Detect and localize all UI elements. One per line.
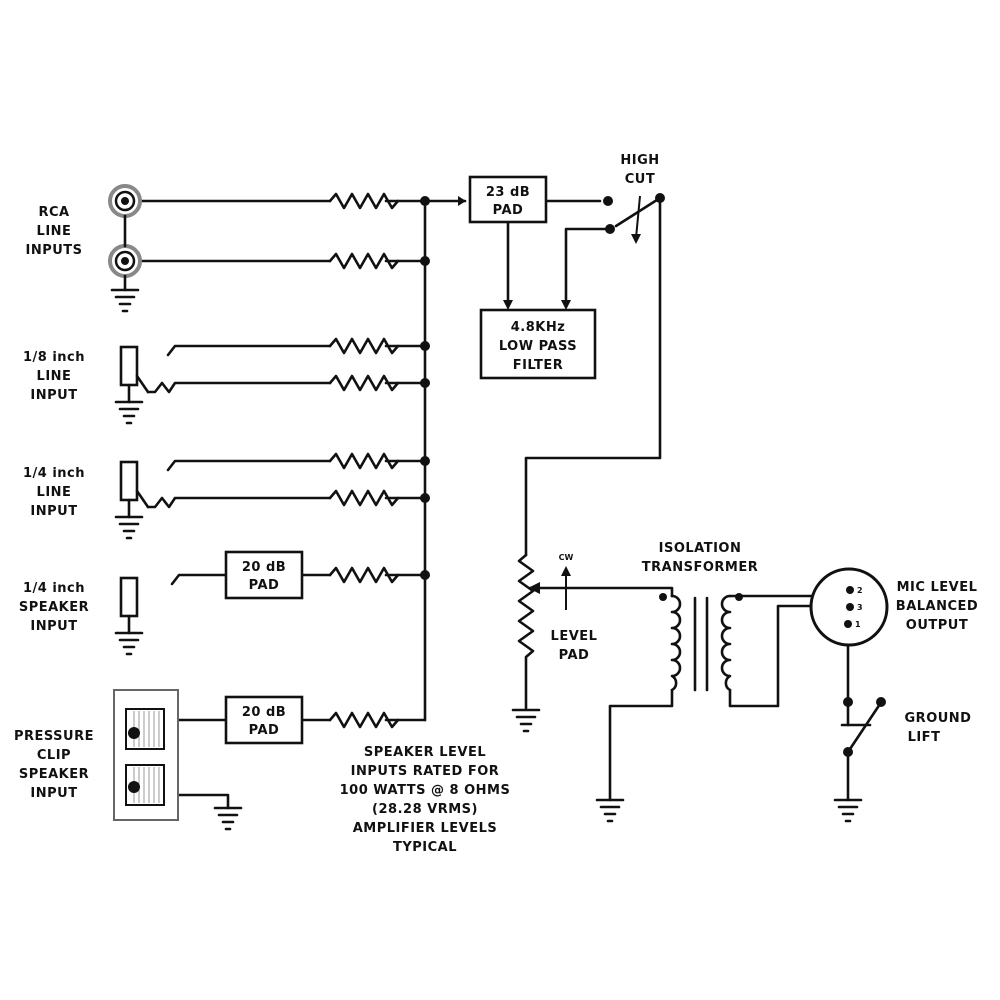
svg-text:INPUT: INPUT	[30, 388, 77, 403]
svg-text:INPUTS RATED FOR: INPUTS RATED FOR	[351, 764, 500, 779]
svg-text:INPUT: INPUT	[30, 504, 77, 519]
eighth-inch-label: 1/8 inch	[23, 350, 85, 365]
svg-text:20 dB: 20 dB	[242, 705, 286, 720]
svg-text:BALANCED: BALANCED	[896, 599, 978, 614]
high-cut-label: HIGH	[620, 153, 659, 168]
level-pad-label: LEVEL	[551, 629, 598, 644]
mic-output-label: MIC LEVEL	[897, 580, 978, 595]
svg-text:TRANSFORMER: TRANSFORMER	[642, 560, 758, 575]
svg-text:INPUTS: INPUTS	[25, 243, 82, 258]
level-pad-potentiometer	[517, 553, 535, 710]
wiring	[138, 192, 886, 810]
svg-text:INPUT: INPUT	[30, 619, 77, 634]
svg-text:AMPLIFIER LEVELS: AMPLIFIER LEVELS	[353, 821, 498, 836]
pad-23db-block: 23 dB PAD	[468, 175, 548, 224]
svg-text:1: 1	[855, 620, 861, 629]
svg-text:100 WATTS @ 8 OHMS: 100 WATTS @ 8 OHMS	[340, 783, 511, 798]
svg-text:PAD: PAD	[249, 578, 280, 593]
svg-text:OUTPUT: OUTPUT	[906, 618, 968, 633]
svg-text:FILTER: FILTER	[513, 358, 564, 373]
speaker-jack-label: 1/4 inch	[23, 581, 85, 596]
svg-text:(28.28 VRMS): (28.28 VRMS)	[372, 802, 478, 817]
svg-text:SPEAKER: SPEAKER	[19, 600, 89, 615]
speaker-level-note: SPEAKER LEVEL	[364, 745, 486, 760]
speaker-quarter-jack	[119, 576, 139, 618]
svg-text:SPEAKER: SPEAKER	[19, 767, 89, 782]
pad-20db-clip-block: 20 dB PAD	[224, 695, 304, 745]
rca-label: RCA	[38, 205, 69, 220]
pressure-clip-label: PRESSURE	[14, 729, 94, 744]
svg-text:INPUT: INPUT	[30, 786, 77, 801]
cw-label: CW	[559, 553, 574, 562]
ground-symbols	[110, 288, 863, 831]
quarter-inch-jack	[119, 460, 139, 502]
ground-lift-label: GROUND	[905, 711, 972, 726]
svg-text:CLIP: CLIP	[37, 748, 71, 763]
isolation-transformer	[659, 593, 743, 692]
rca-jack-1	[108, 184, 142, 218]
low-pass-filter-block: 4.8KHz LOW PASS FILTER	[479, 308, 597, 380]
high-cut-switch	[603, 193, 665, 244]
pressure-clip-terminal	[113, 689, 179, 821]
isolation-transformer-label: ISOLATION	[659, 541, 742, 556]
svg-text:LINE: LINE	[37, 369, 72, 384]
svg-text:4.8KHz: 4.8KHz	[511, 320, 566, 335]
svg-text:PAD: PAD	[559, 648, 590, 663]
pad-20db-speaker-block: 20 dB PAD	[224, 550, 304, 600]
svg-text:CUT: CUT	[625, 172, 655, 187]
svg-text:3: 3	[857, 603, 863, 612]
svg-text:PAD: PAD	[493, 203, 524, 218]
ground-lift-switch	[846, 702, 882, 754]
svg-text:23 dB: 23 dB	[486, 185, 530, 200]
quarter-inch-label: 1/4 inch	[23, 466, 85, 481]
svg-text:TYPICAL: TYPICAL	[393, 840, 457, 855]
svg-text:20 dB: 20 dB	[242, 560, 286, 575]
annotation-labels: HIGH CUT CW LEVEL PAD ISOLATION TRANSFOR…	[340, 153, 978, 855]
eighth-inch-jack	[119, 345, 139, 387]
svg-text:PAD: PAD	[249, 723, 280, 738]
svg-text:2: 2	[857, 586, 863, 595]
xlr-output-connector: 2 3 1	[809, 567, 889, 647]
svg-text:LOW PASS: LOW PASS	[499, 339, 577, 354]
svg-text:LINE: LINE	[37, 485, 72, 500]
svg-text:LIFT: LIFT	[908, 730, 941, 745]
rca-jack-2	[108, 214, 142, 292]
input-labels: RCA LINE INPUTS 1/8 inch LINE INPUT 1/4 …	[14, 205, 94, 801]
svg-text:LINE: LINE	[37, 224, 72, 239]
